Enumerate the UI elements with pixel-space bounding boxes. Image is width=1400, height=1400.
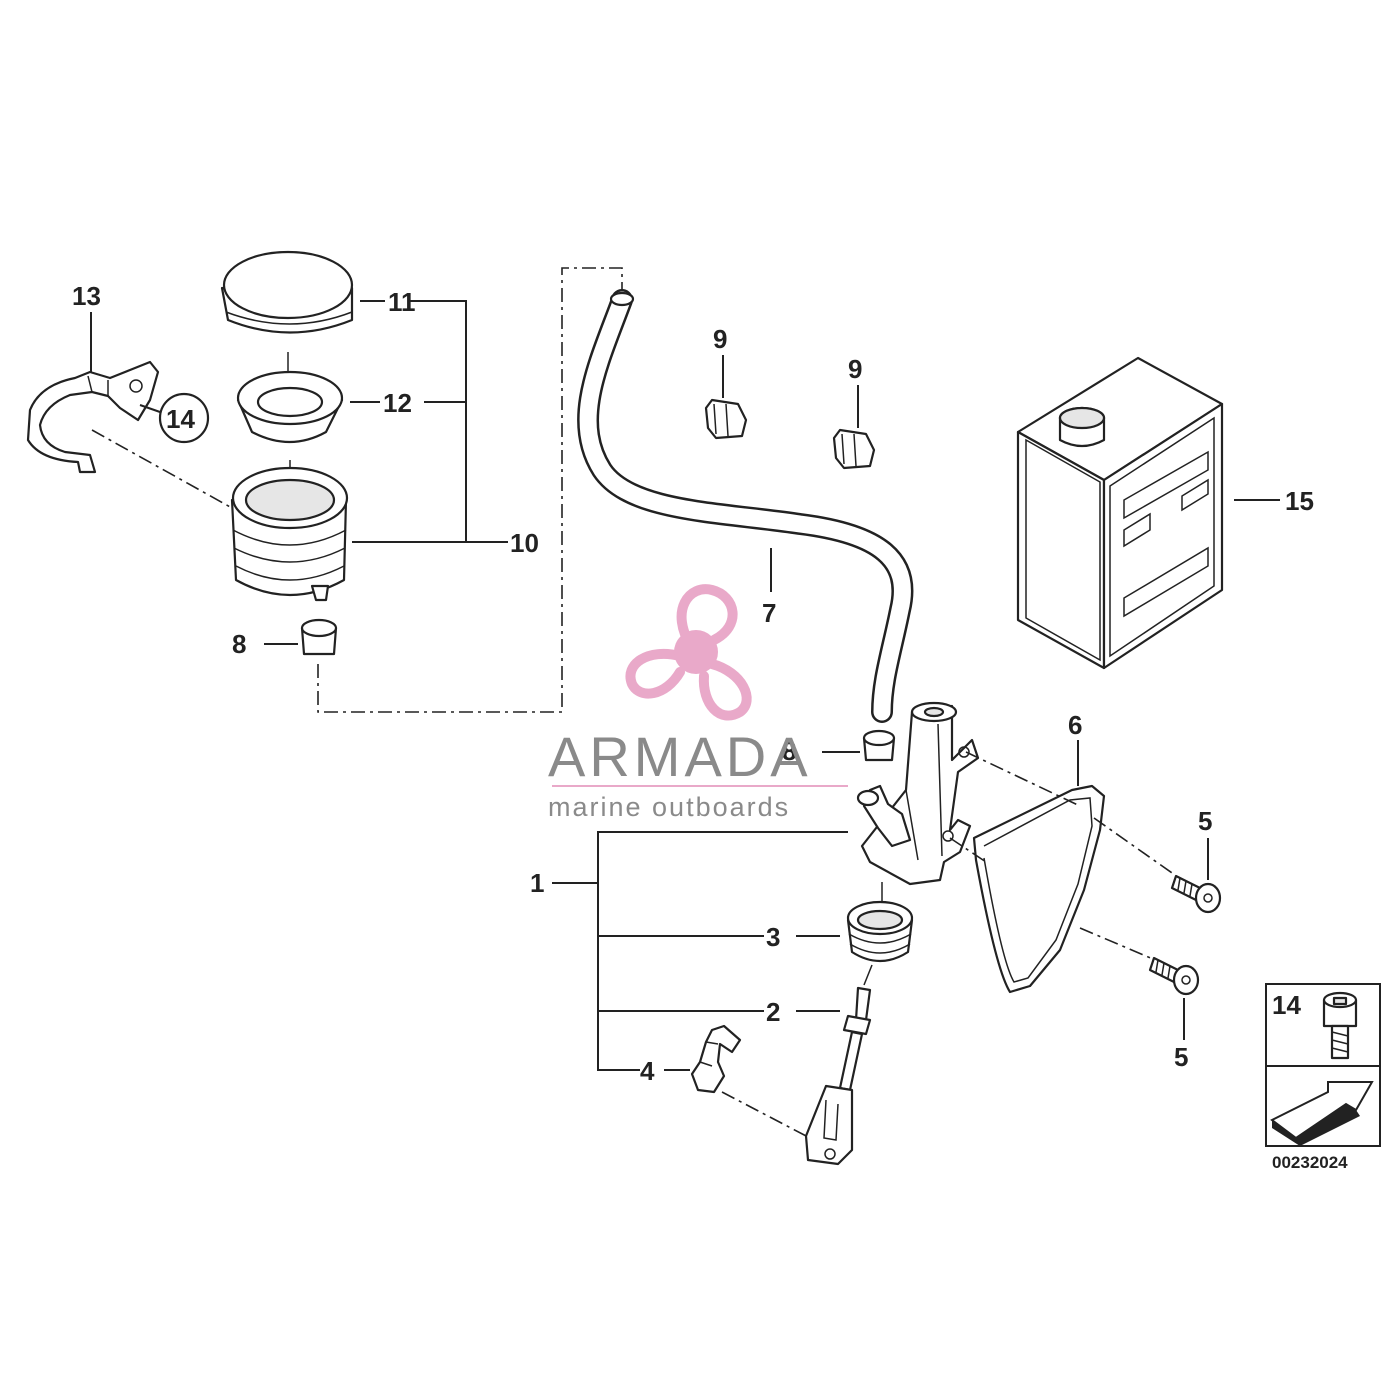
clip-part-left (704, 398, 748, 440)
callout-14: 14 (166, 404, 195, 434)
watermark: ARMADA marine outboards (548, 584, 848, 822)
callout-8-upper: 8 (232, 629, 246, 659)
clip-part-right (832, 428, 876, 470)
callout-13: 13 (72, 281, 101, 311)
master-cylinder-part (856, 701, 980, 886)
hose-part (577, 289, 914, 723)
callout-4: 4 (640, 1056, 655, 1086)
callout-15: 15 (1285, 486, 1314, 516)
push-rod-part (804, 986, 872, 1166)
hose-clamp-lower (862, 729, 896, 762)
brake-fluid-can (1016, 356, 1224, 670)
callout-12: 12 (383, 388, 412, 418)
heat-shield-part (972, 784, 1106, 994)
callout-9-left: 9 (713, 324, 727, 354)
callout-10: 10 (510, 528, 539, 558)
callout-14-circle (158, 392, 210, 444)
legend-box: 14 (1265, 983, 1381, 1147)
propeller-icon (625, 584, 752, 721)
bracket-part (26, 360, 160, 474)
callout-5-upper: 5 (1198, 806, 1212, 836)
retaining-clip-part (690, 1024, 742, 1094)
legend-label-14: 14 (1272, 990, 1301, 1020)
callout-6: 6 (1068, 710, 1082, 740)
reservoir-part (230, 466, 349, 602)
screw-lower (1148, 956, 1200, 996)
callout-2: 2 (766, 997, 780, 1027)
callout-9-right: 9 (848, 354, 862, 384)
callout-7: 7 (762, 598, 776, 628)
callout-8-lower: 8 (782, 736, 796, 766)
callout-5-lower: 5 (1174, 1042, 1188, 1072)
callout-3: 3 (766, 922, 780, 952)
watermark-title: ARMADA (548, 725, 812, 788)
diaphragm-part (236, 370, 344, 443)
drawing-number: 00232024 (1272, 1153, 1348, 1172)
arrow-icon (1270, 1081, 1374, 1146)
screw-upper (1170, 874, 1222, 914)
callout-1: 1 (530, 868, 544, 898)
reservoir-cap-part (220, 250, 354, 334)
watermark-subtitle: marine outboards (548, 792, 790, 822)
hose-clamp-upper (300, 618, 338, 656)
cap-screw-icon (1322, 991, 1358, 1060)
seal-ring-part (846, 900, 914, 963)
